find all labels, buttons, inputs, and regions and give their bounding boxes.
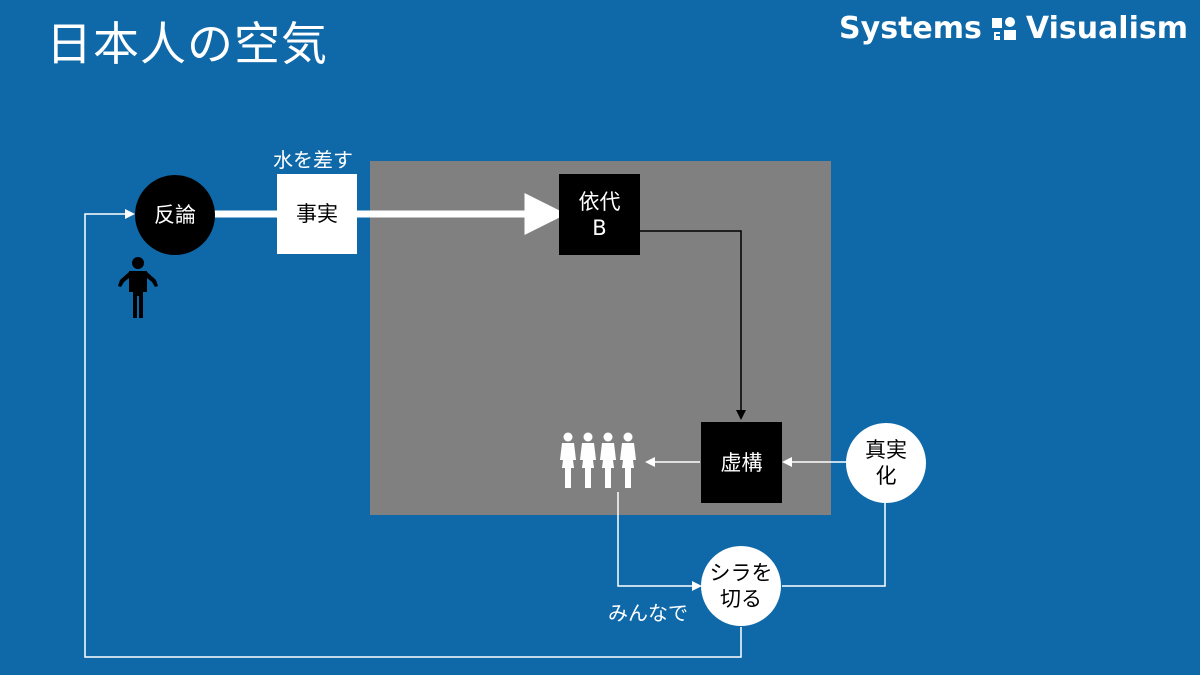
node-shinjitsuka-label-1: 真実: [865, 438, 907, 462]
page-title: 日本人の空気: [46, 17, 328, 71]
node-shira-label-2: 切る: [720, 587, 762, 611]
arrow-idai-to-kyokou: [640, 230, 746, 420]
logo-text-right: Visualism: [1025, 10, 1188, 46]
label-mizu-wo-sasu: 水を差す: [273, 148, 353, 172]
node-idai-label-2: B: [592, 215, 607, 240]
node-kyokou: 虚構: [701, 422, 782, 503]
node-jijitsu-label: 事実: [296, 202, 338, 226]
node-hanron-label: 反論: [154, 203, 196, 227]
node-shinjitsuka: 真実 化: [846, 423, 926, 503]
arrow-shinjitsuka-to-shira: [782, 503, 886, 587]
systems-visualism-logo-icon: [990, 14, 1018, 42]
node-shinjitsuka-label-2: 化: [875, 464, 897, 488]
person-shrugging-icon: [118, 257, 158, 318]
node-shira-label-1: シラを: [709, 561, 773, 585]
node-jijitsu: 事実: [277, 174, 357, 254]
node-hanron: 反論: [135, 175, 215, 255]
brand-logo: Systems Visualism: [839, 10, 1188, 46]
node-kyokou-label: 虚構: [720, 450, 763, 475]
node-idai-b: 依代 B: [559, 174, 640, 255]
node-idai-label-1: 依代: [578, 189, 621, 214]
arrow-group-to-shira: [617, 492, 702, 591]
label-minna-de: みんなで: [608, 601, 688, 625]
node-shira-wo-kiru: シラを 切る: [701, 546, 781, 626]
arrow-shira-to-hanron: [84, 209, 742, 658]
logo-text-left: Systems: [839, 10, 982, 46]
group-of-people-icon: [560, 432, 636, 488]
